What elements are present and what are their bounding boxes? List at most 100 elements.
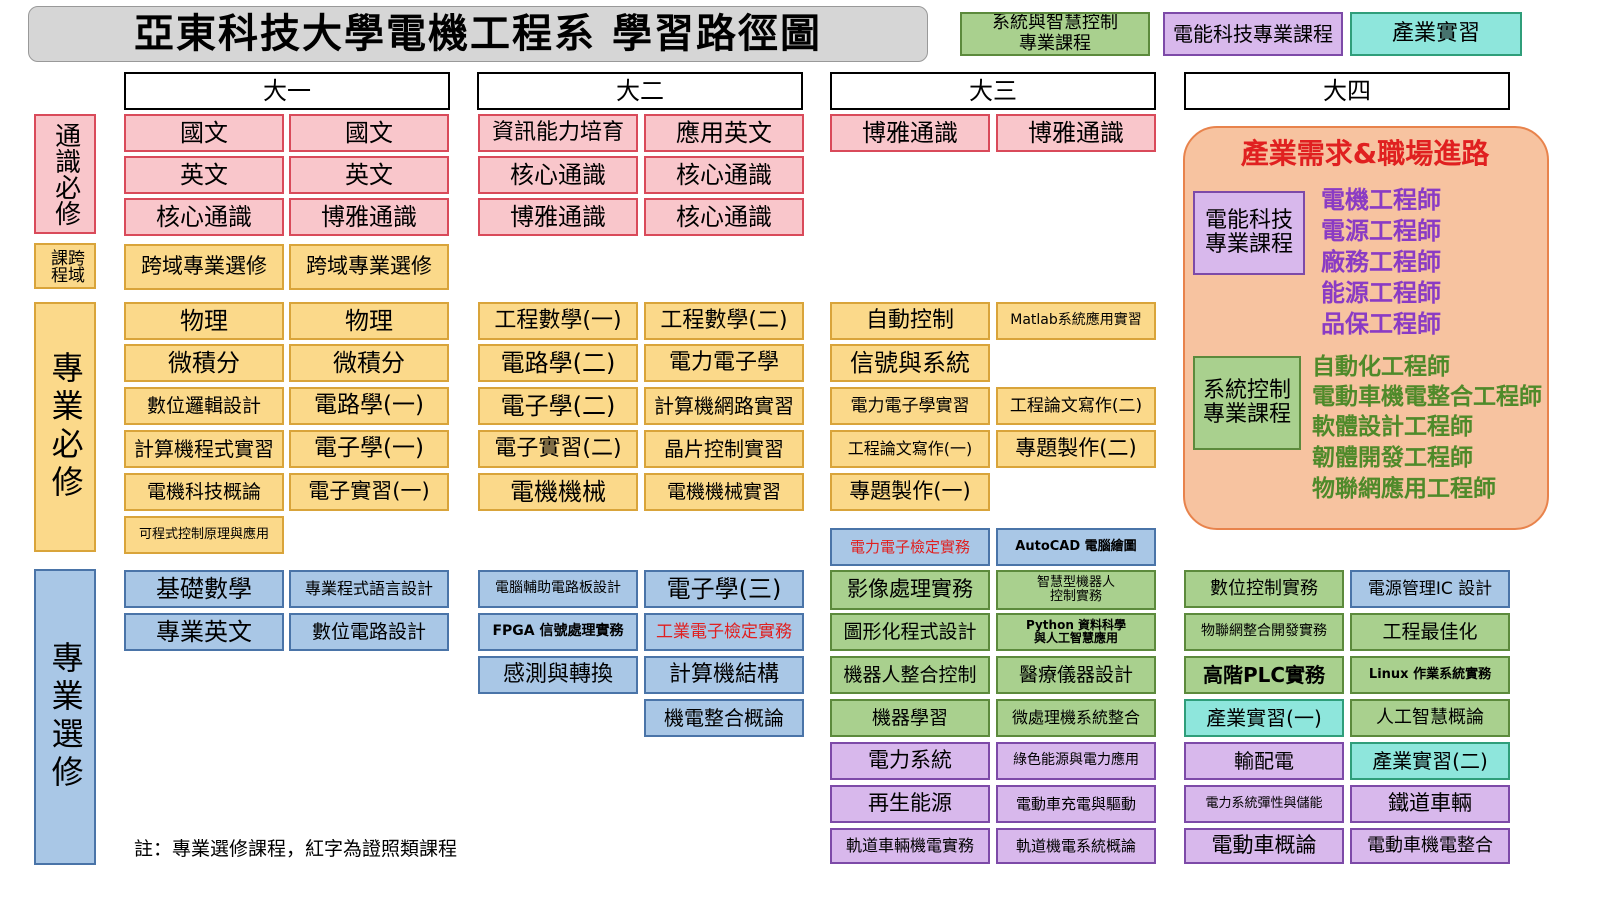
course-box: 自動控制 <box>830 302 990 340</box>
course-box: 工程最佳化 <box>1350 613 1510 651</box>
career-job: 能源工程師 <box>1321 279 1441 308</box>
career-job: 電源工程師 <box>1321 217 1441 246</box>
course-box: 電力電子學 <box>644 344 804 382</box>
course-box: 英文 <box>289 156 449 194</box>
section-cross-label: 跨域課程 <box>34 243 96 289</box>
course-box: 核心通識 <box>124 198 284 236</box>
course-box: 數位電路設計 <box>289 613 449 651</box>
course-box: 國文 <box>124 114 284 152</box>
course-box: 電力電子學實習 <box>830 387 990 425</box>
course-box: 物聯網整合開發實務 <box>1184 613 1344 651</box>
course-box: 計算機程式實習 <box>124 430 284 468</box>
course-box: 綠色能源與電力應用 <box>996 742 1156 780</box>
course-box: Linux 作業系統實務 <box>1350 656 1510 694</box>
section-required-label: 專業必修 <box>34 302 96 552</box>
section-general-label: 通識必修 <box>34 114 96 234</box>
course-box: 專題製作(二) <box>996 430 1156 468</box>
course-box: 晶片控制實習 <box>644 430 804 468</box>
course-box: 工程論文寫作(一) <box>830 430 990 468</box>
course-box: 資訊能力培育 <box>478 114 638 152</box>
course-box: 博雅通識 <box>830 114 990 152</box>
course-box: 電力系統 <box>830 742 990 780</box>
course-box: 跨域專業選修 <box>124 244 284 290</box>
course-box: 數位邏輯設計 <box>124 387 284 425</box>
course-box: 電子實習(一) <box>289 473 449 511</box>
career-title: 產業需求&職場進路 <box>1240 136 1490 170</box>
footnote: 註：專業選修課程，紅字為證照類課程 <box>134 838 458 861</box>
course-box: 國文 <box>289 114 449 152</box>
course-box: 微積分 <box>289 344 449 382</box>
course-box: 核心通識 <box>644 156 804 194</box>
course-box: 計算機網路實習 <box>644 387 804 425</box>
course-box: 電動車機電整合 <box>1350 828 1510 864</box>
career-job: 品保工程師 <box>1321 310 1441 339</box>
course-box: 專題製作(一) <box>830 473 990 511</box>
course-box: 電動車充電與驅動 <box>996 785 1156 823</box>
course-box: 信號與系統 <box>830 344 990 382</box>
course-box: 產業實習(一) <box>1184 699 1344 737</box>
legend-item: 電能科技專業課程 <box>1163 12 1343 56</box>
course-box: 機器人整合控制 <box>830 656 990 694</box>
course-box: 高階PLC實務 <box>1184 656 1344 694</box>
course-box: 軌道機電系統概論 <box>996 828 1156 864</box>
course-box: Python 資料科學 與人工智慧應用 <box>996 613 1156 651</box>
course-box: 電機機械實習 <box>644 473 804 511</box>
course-box: 電子學(一) <box>289 430 449 468</box>
course-box: 專業英文 <box>124 613 284 651</box>
course-box: 產業實習(二) <box>1350 742 1510 780</box>
course-box: 博雅通識 <box>289 198 449 236</box>
course-box: 物理 <box>289 302 449 340</box>
course-box: 再生能源 <box>830 785 990 823</box>
career-job: 電機工程師 <box>1321 186 1441 215</box>
course-box: 基礎數學 <box>124 570 284 608</box>
course-box: 圖形化程式設計 <box>830 613 990 651</box>
course-box: 輸配電 <box>1184 742 1344 780</box>
year-header: 大二 <box>477 72 803 110</box>
page-title: 亞東科技大學電機工程系 學習路徑圖 <box>28 6 928 62</box>
career-job: 軟體設計工程師 <box>1312 413 1473 440</box>
course-box: 微積分 <box>124 344 284 382</box>
career-job: 韌體開發工程師 <box>1312 444 1473 471</box>
career-job: 廠務工程師 <box>1321 248 1441 277</box>
career-group1-label: 電能科技 專業課程 <box>1193 191 1305 275</box>
course-box: 博雅通識 <box>996 114 1156 152</box>
course-box: 電子實習(二) <box>478 430 638 468</box>
section-elective-label: 專業選修 <box>34 569 96 865</box>
course-box: 電機科技概論 <box>124 473 284 511</box>
legend-item: 系統與智慧控制 專業課程 <box>960 12 1150 56</box>
year-header: 大四 <box>1184 72 1510 110</box>
course-box: 英文 <box>124 156 284 194</box>
course-box: AutoCAD 電腦繪圖 <box>996 528 1156 566</box>
course-box: 電子學(二) <box>478 387 638 425</box>
course-box: 醫療儀器設計 <box>996 656 1156 694</box>
course-box: 數位控制實務 <box>1184 570 1344 608</box>
course-box: 機電整合概論 <box>644 699 804 737</box>
course-box: 電子學(三) <box>644 570 804 608</box>
course-box: 軌道車輛機電實務 <box>830 828 990 864</box>
career-job: 自動化工程師 <box>1312 353 1450 380</box>
course-box: 工程數學(一) <box>478 302 638 340</box>
course-box: 核心通識 <box>644 198 804 236</box>
course-box: 電力電子檢定實務 <box>830 528 990 566</box>
course-box: 電路學(二) <box>478 344 638 382</box>
course-box: 博雅通識 <box>478 198 638 236</box>
course-box: 電路學(一) <box>289 387 449 425</box>
course-box: 工程論文寫作(二) <box>996 387 1156 425</box>
course-box: 應用英文 <box>644 114 804 152</box>
course-box: 電動車概論 <box>1184 828 1344 864</box>
course-box: FPGA 信號處理實務 <box>478 613 638 651</box>
career-group2-label: 系統控制 專業課程 <box>1193 356 1301 450</box>
course-box: 電力系統彈性與儲能 <box>1184 785 1344 823</box>
course-box: 人工智慧概論 <box>1350 699 1510 737</box>
course-box: 核心通識 <box>478 156 638 194</box>
legend-item: 產業實習 <box>1350 12 1522 56</box>
course-box: 專業程式語言設計 <box>289 570 449 608</box>
course-box: 電源管理IC 設計 <box>1350 570 1510 608</box>
course-box: 感測與轉換 <box>478 656 638 694</box>
year-header: 大一 <box>124 72 450 110</box>
course-box: 智慧型機器人 控制實務 <box>996 570 1156 610</box>
course-box: 工程數學(二) <box>644 302 804 340</box>
course-box: 物理 <box>124 302 284 340</box>
course-box: Matlab系統應用實習 <box>996 302 1156 340</box>
course-box: 影像處理實務 <box>830 570 990 610</box>
